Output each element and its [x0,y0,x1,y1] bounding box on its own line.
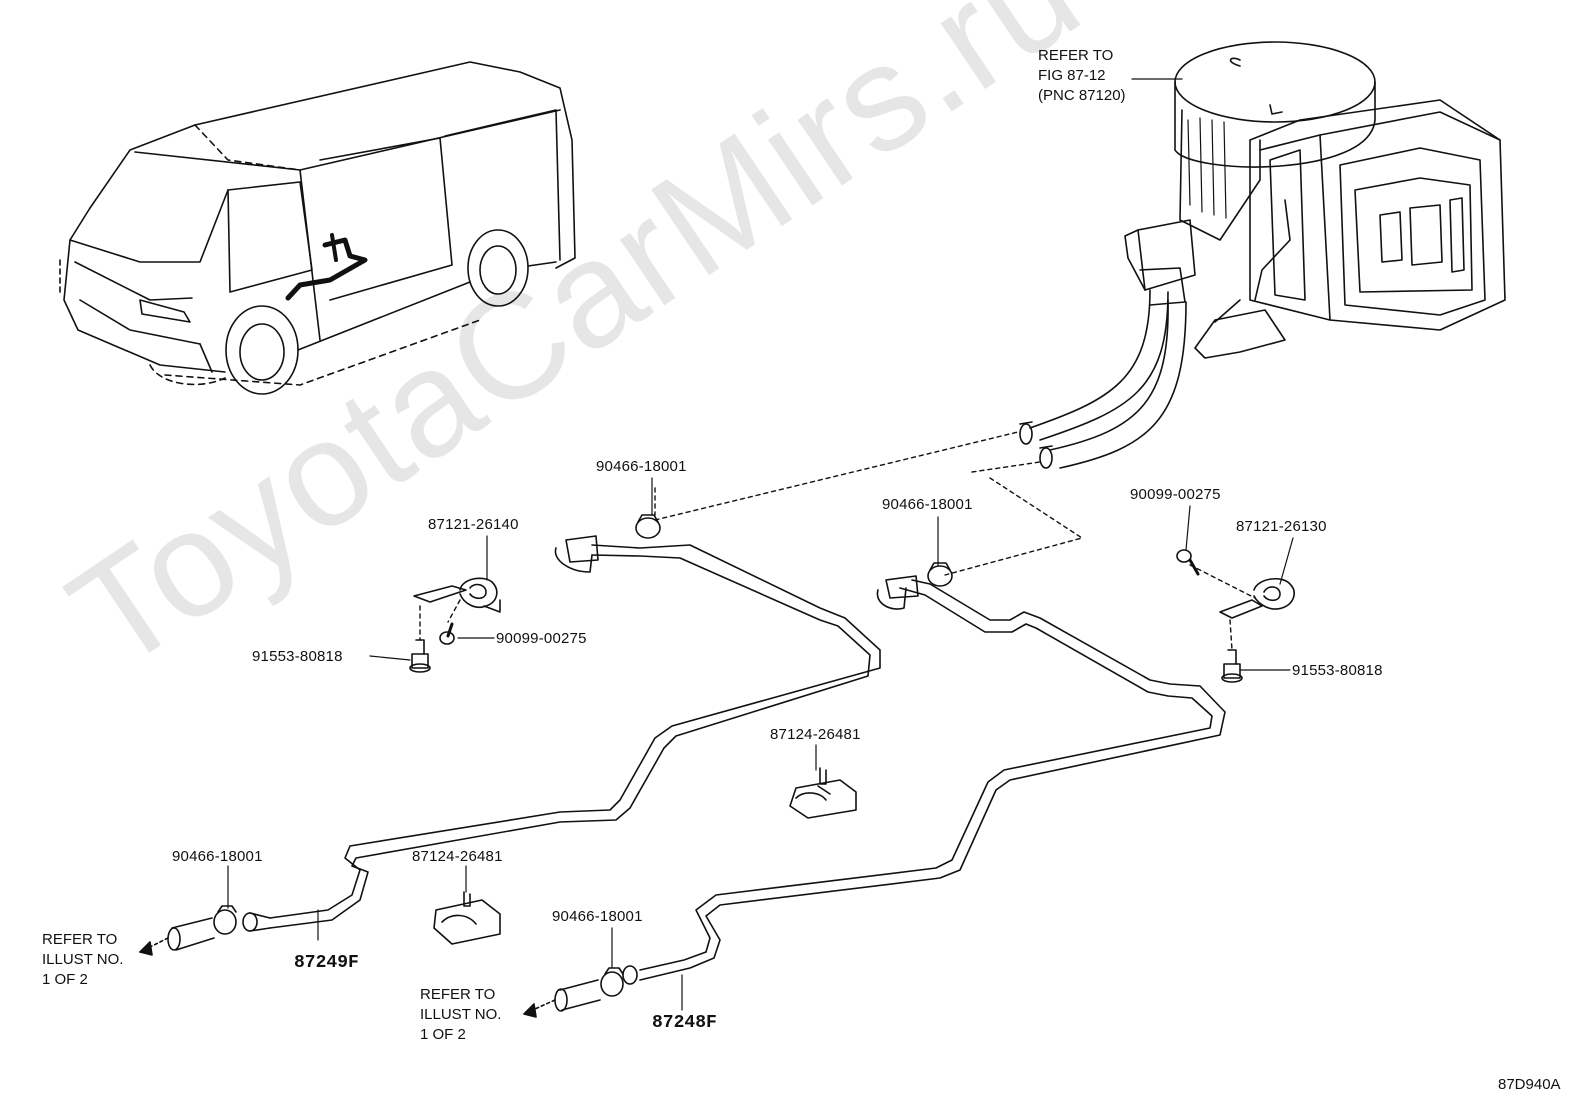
part-screw-left: 90099-00275 [496,630,587,647]
clamp-top-left [635,514,661,539]
refer-fig-line1: REFER TO [1038,47,1114,64]
clamp-bottom-left [213,905,237,935]
bracket-right [1219,577,1295,619]
refer-fig-line2: FIG 87-12 [1038,67,1106,84]
part-clamp-top-left: 90466-18001 [596,458,687,475]
dashed-leaders [419,431,1256,651]
refer-illust-right: REFER TO ILLUST NO. 1 OF 2 [420,985,501,1045]
heater-unit [1124,41,1506,359]
leader-lines [227,78,1294,1011]
part-bolt-right: 91553-80818 [1292,662,1383,679]
pipe-87249f [242,535,881,932]
figure-code: 87D940A [1498,1076,1561,1093]
part-bracket-left: 87121-26140 [428,516,519,533]
grommet-center [789,767,857,819]
screw-right [1176,549,1200,576]
refer-illust-left: REFER TO ILLUST NO. 1 OF 2 [42,930,123,990]
part-hose-87249f: 87249F [294,953,359,973]
part-bracket-right: 87121-26130 [1236,518,1327,535]
pipe-87248f [622,575,1226,985]
part-clamp-bottom-left: 90466-18001 [172,848,263,865]
part-clamp-top-mid: 90466-18001 [882,496,973,513]
refer-illust-right-line3: 1 OF 2 [420,1026,466,1043]
part-clamp-bottom-mid: 90466-18001 [552,908,643,925]
stub-hoses [139,917,601,1018]
refer-fig-label: REFER TO FIG 87-12 (PNC 87120) [1038,46,1126,106]
refer-illust-left-line3: 1 OF 2 [42,971,88,988]
refer-fig-line3: (PNC 87120) [1038,87,1126,104]
part-screw-right: 90099-00275 [1130,486,1221,503]
refer-illust-right-line1: REFER TO [420,986,496,1003]
bracket-left [413,577,501,613]
part-grommet-center: 87124-26481 [770,726,861,743]
clamp-top-mid [927,562,953,587]
bolt-left [409,639,431,673]
refer-illust-left-line2: ILLUST NO. [42,951,124,968]
screw-left [439,622,455,645]
bolt-right [1221,649,1243,683]
refer-illust-left-line1: REFER TO [42,931,118,948]
grommet-lower [433,891,501,945]
van-illustration [59,61,576,395]
heater-hoses [1019,289,1187,469]
part-grommet-lower: 87124-26481 [412,848,503,865]
clamp-bottom-mid [600,967,624,997]
part-bolt-left: 91553-80818 [252,648,343,665]
part-hose-87248f: 87248F [652,1013,717,1033]
refer-illust-right-line2: ILLUST NO. [420,1006,502,1023]
